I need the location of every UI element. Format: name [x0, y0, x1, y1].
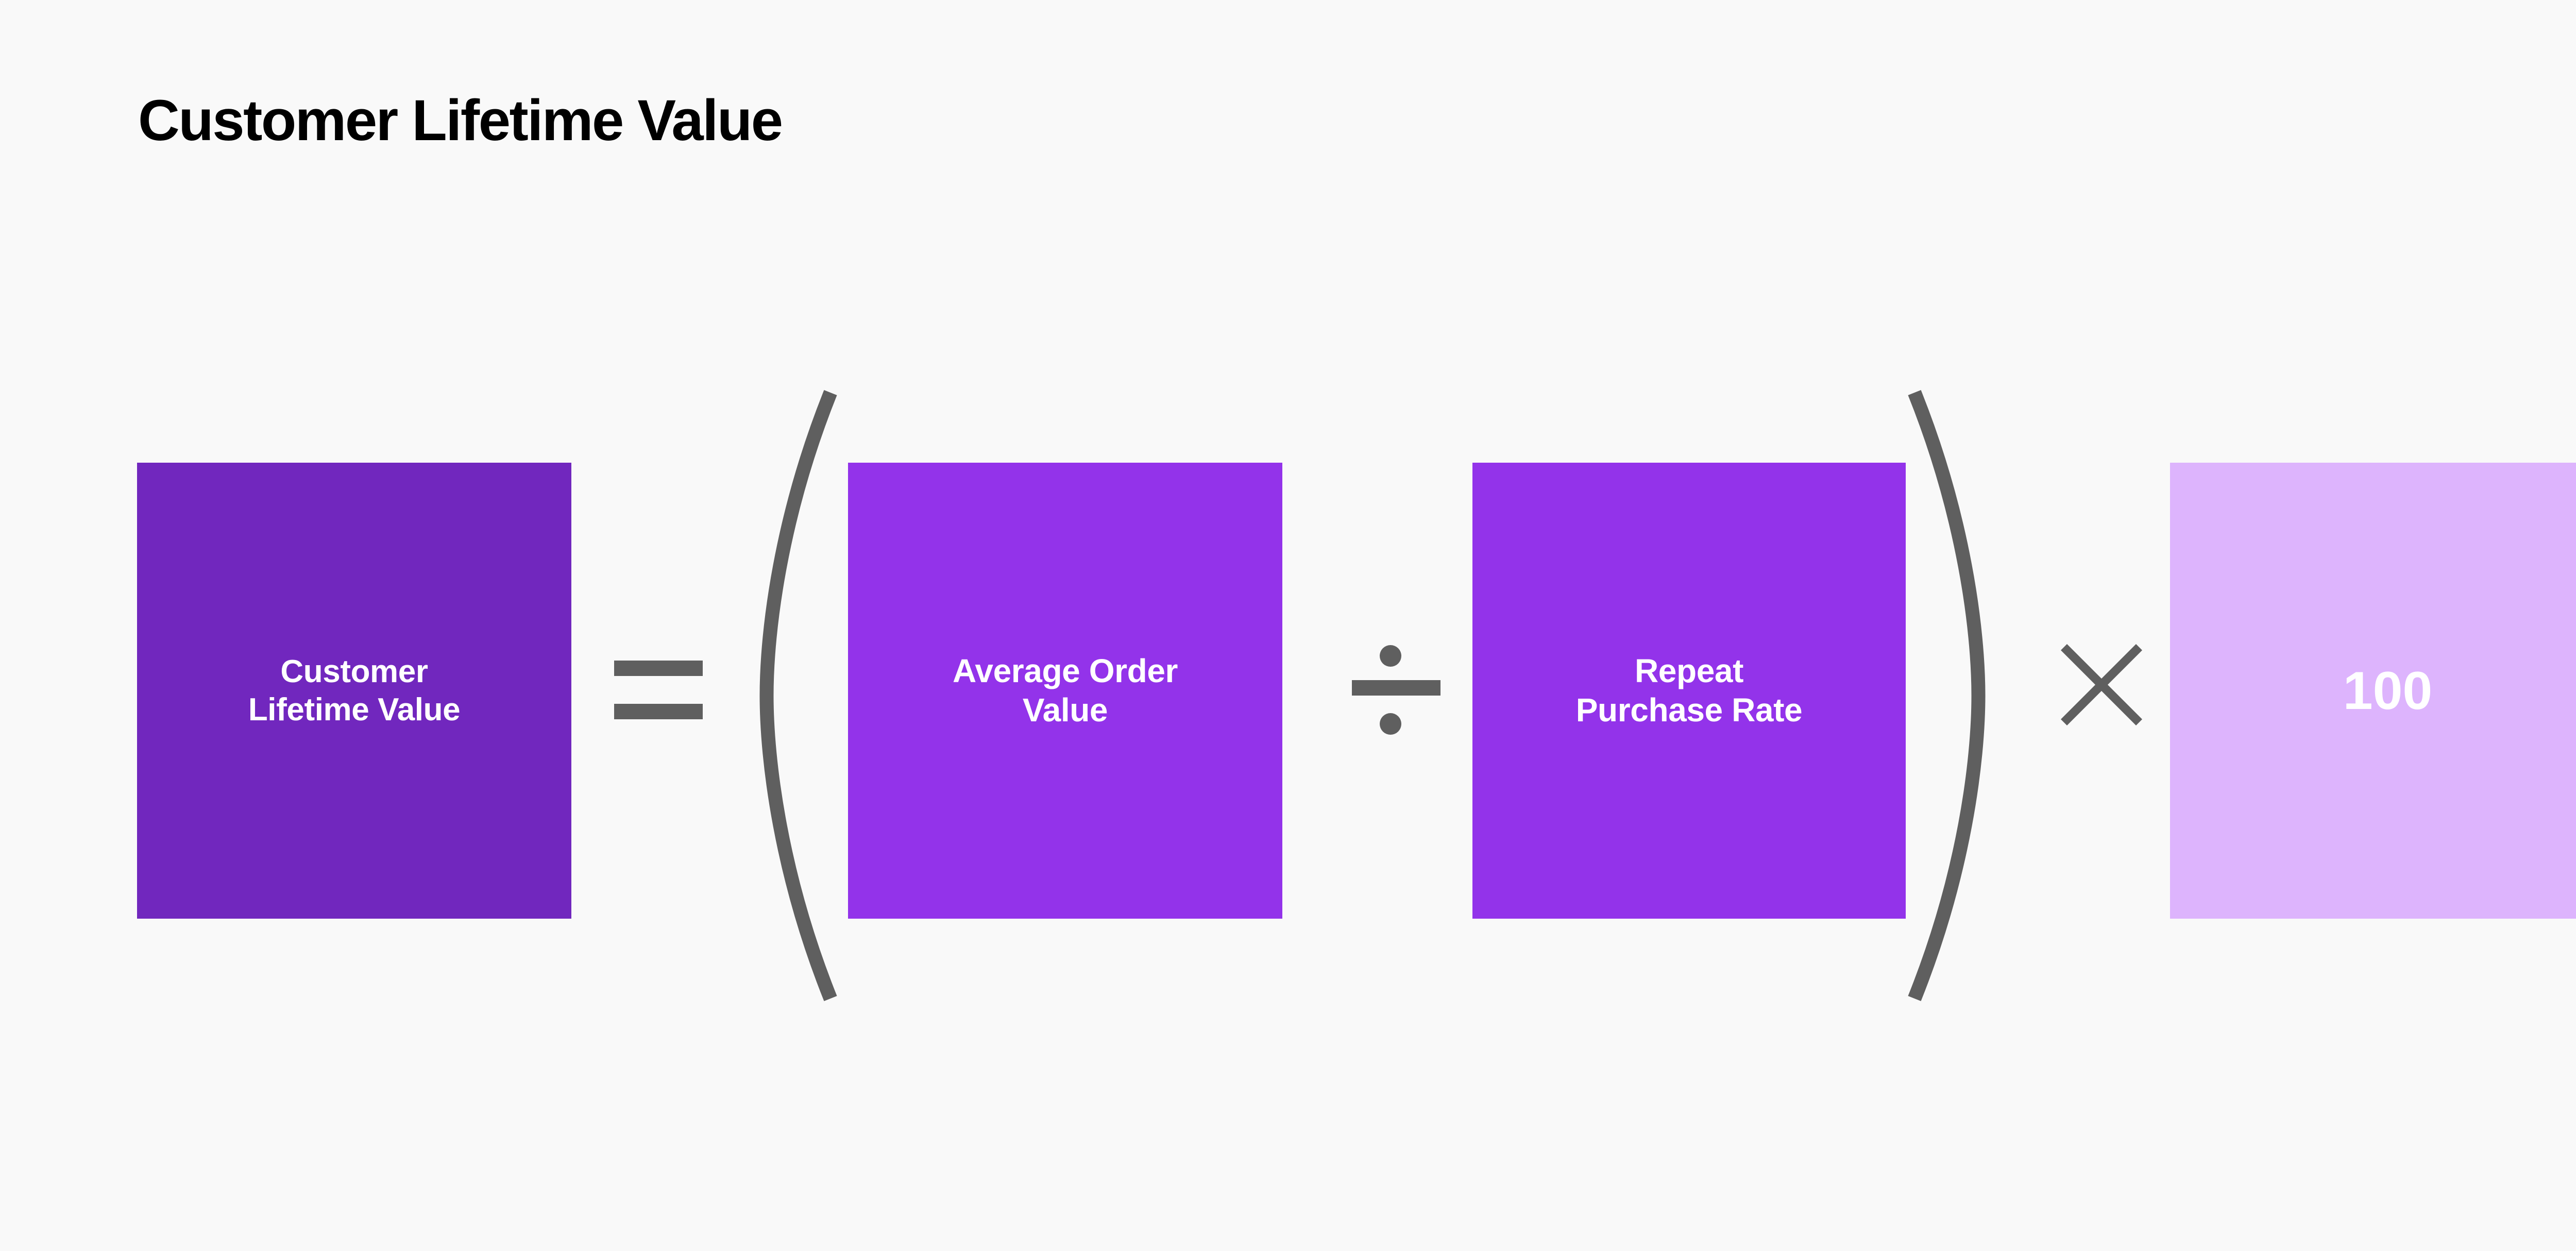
term-line-2: Value	[1022, 691, 1108, 729]
term-line-1: Customer	[280, 654, 428, 690]
multiplication-sign-icon	[2059, 642, 2144, 728]
close-parenthesis-icon	[1906, 387, 1986, 1004]
term-line-2: Purchase Rate	[1575, 691, 1803, 729]
term-line-2: Lifetime Value	[248, 691, 461, 728]
term-label-customer-lifetime-value: Customer Lifetime Value	[248, 653, 461, 728]
term-label-hundred: 100	[2343, 661, 2433, 721]
term-line-1: Average Order	[952, 652, 1178, 689]
term-box-customer-lifetime-value[interactable]: Customer Lifetime Value	[137, 463, 571, 919]
term-box-average-order-value[interactable]: Average Order Value	[848, 463, 1282, 919]
equals-sign-icon	[614, 658, 703, 721]
division-bar	[1352, 680, 1440, 696]
division-dot-lower	[1380, 713, 1401, 735]
page-title: Customer Lifetime Value	[138, 88, 783, 153]
open-parenthesis-icon	[759, 387, 839, 1004]
equals-bar-top	[614, 661, 703, 676]
term-box-repeat-purchase-rate[interactable]: Repeat Purchase Rate	[1472, 463, 1906, 919]
division-dot-upper	[1380, 645, 1401, 667]
term-label-repeat-purchase-rate: Repeat Purchase Rate	[1575, 652, 1803, 730]
term-box-hundred[interactable]: 100	[2170, 463, 2576, 919]
division-sign-icon	[1344, 638, 1449, 742]
term-label-average-order-value: Average Order Value	[953, 652, 1178, 730]
term-line-1: Repeat	[1634, 652, 1743, 689]
equals-bar-bottom	[614, 704, 703, 719]
